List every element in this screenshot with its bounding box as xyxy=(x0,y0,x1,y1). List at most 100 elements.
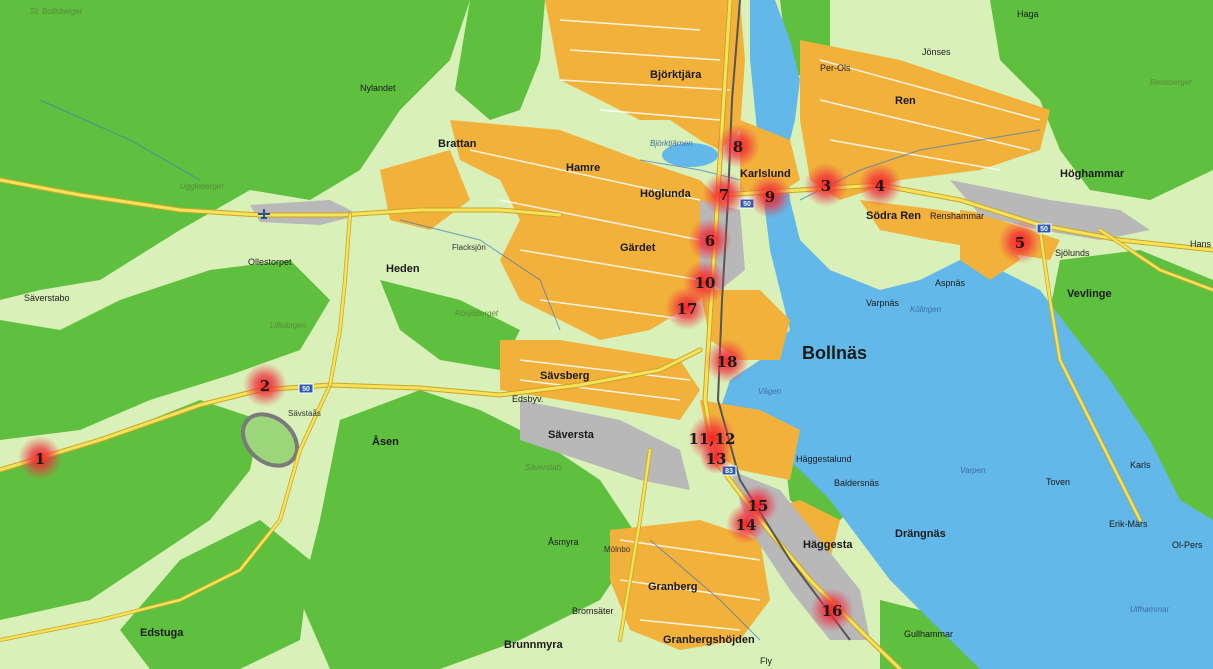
small-place-labels: Säverstabo Ollestorpet Nylandet Haga Jön… xyxy=(24,9,1212,666)
label-per-ols[interactable]: Per-Ols xyxy=(820,63,851,73)
label-toven[interactable]: Toven xyxy=(1046,477,1070,487)
label-karls[interactable]: Karls xyxy=(1130,460,1151,470)
svg-text:6: 6 xyxy=(705,232,715,250)
svg-text:18: 18 xyxy=(717,353,738,371)
svg-text:50: 50 xyxy=(1040,226,1048,233)
svg-text:7: 7 xyxy=(719,186,729,204)
marker-4[interactable]: 4 xyxy=(858,163,902,207)
water-bodies xyxy=(662,0,1213,669)
race-track xyxy=(241,412,299,468)
marker-18[interactable]: 18 xyxy=(705,339,749,383)
markers: 1 2 3 4 5 6 7 8 9 10 11,12 13 14 15 16 1… xyxy=(18,124,1042,632)
label-gardet[interactable]: Gärdet xyxy=(620,242,656,254)
marker-13[interactable]: 13 xyxy=(700,442,732,474)
marker-16[interactable]: 16 xyxy=(810,588,854,632)
svg-text:15: 15 xyxy=(748,497,769,515)
marker-1[interactable]: 1 xyxy=(18,436,62,480)
label-bjorktjarnen: Björktjärnen xyxy=(650,139,693,148)
label-haggestalund[interactable]: Häggestalund xyxy=(796,454,852,464)
label-savstaas[interactable]: Sävstaås xyxy=(288,409,321,418)
label-asen[interactable]: Åsen xyxy=(372,435,399,448)
marker-2[interactable]: 2 xyxy=(243,363,287,407)
svg-text:2: 2 xyxy=(260,377,270,395)
label-kolingen: Kölingen xyxy=(910,305,942,314)
marker-3[interactable]: 3 xyxy=(804,163,848,207)
label-saversta[interactable]: Säversta xyxy=(548,429,595,441)
label-granbergshojden[interactable]: Granbergshöjden xyxy=(663,634,755,646)
label-jonses[interactable]: Jönses xyxy=(922,47,951,57)
svg-text:5: 5 xyxy=(1015,234,1025,252)
marker-17[interactable]: 17 xyxy=(665,286,709,330)
svg-text:50: 50 xyxy=(302,386,310,393)
svg-text:4: 4 xyxy=(875,177,885,195)
label-varpnas[interactable]: Varpnäs xyxy=(866,298,899,308)
label-sodra-ren[interactable]: Södra Ren xyxy=(866,210,921,222)
label-asmyra[interactable]: Åsmyra xyxy=(548,537,579,547)
label-erik-mars[interactable]: Erik-Märs xyxy=(1109,519,1148,529)
svg-text:1: 1 xyxy=(35,450,45,468)
water-labels: Vägen Varpen Björktjärnen Kölingen Ulfha… xyxy=(650,139,1169,614)
label-haggesta[interactable]: Häggesta xyxy=(803,539,853,551)
medium-place-labels: Heden Sävsberg Säversta Åsen Hamre Höglu… xyxy=(140,69,1125,651)
label-brunnmyra[interactable]: Brunnmyra xyxy=(504,639,564,651)
label-uggleberget: Uggleberget xyxy=(180,182,224,191)
label-varpen: Varpen xyxy=(960,466,986,475)
svg-text:50: 50 xyxy=(743,201,751,208)
label-edsbyv[interactable]: Edsbyv. xyxy=(512,394,543,404)
marker-8[interactable]: 8 xyxy=(716,124,760,168)
road-50-west-shield: 50 xyxy=(298,383,314,394)
label-ollestorpet[interactable]: Ollestorpet xyxy=(248,257,292,267)
label-haga[interactable]: Haga xyxy=(1017,9,1039,19)
label-rensberget: Rensberget xyxy=(1150,78,1192,87)
label-drangnas[interactable]: Drängnäs xyxy=(895,528,946,540)
label-baldersnas[interactable]: Baldersnäs xyxy=(834,478,880,488)
label-rosjoberget: Rösjöberget xyxy=(455,309,499,318)
airport-icon xyxy=(258,209,270,219)
svg-text:9: 9 xyxy=(765,188,775,206)
label-ol-pers[interactable]: Ol-Pers xyxy=(1172,540,1203,550)
label-bromsater[interactable]: Bromsäter xyxy=(572,606,614,616)
marker-7[interactable]: 7 xyxy=(702,172,746,216)
label-saverstab: Säverstab. xyxy=(525,463,563,472)
label-sjolunds[interactable]: Sjölunds xyxy=(1055,248,1090,258)
label-granberg[interactable]: Granberg xyxy=(648,581,698,593)
label-heden[interactable]: Heden xyxy=(386,263,420,275)
label-hoglunda[interactable]: Höglunda xyxy=(640,188,692,200)
marker-15[interactable]: 15 xyxy=(738,485,778,525)
svg-text:17: 17 xyxy=(677,300,698,318)
label-vagen: Vägen xyxy=(758,387,782,396)
marker-5[interactable]: 5 xyxy=(998,220,1042,264)
svg-text:3: 3 xyxy=(821,177,831,195)
svg-text:11,12: 11,12 xyxy=(689,430,736,448)
label-bollnas[interactable]: Bollnäs xyxy=(802,343,867,363)
label-savsberg[interactable]: Sävsberg xyxy=(540,370,590,382)
marker-6[interactable]: 6 xyxy=(688,218,732,262)
label-saverstabo[interactable]: Säverstabo xyxy=(24,293,70,303)
label-gullhammar[interactable]: Gullhammar xyxy=(904,629,953,639)
label-flacksjon[interactable]: Flacksjön xyxy=(452,243,486,252)
label-renshammar[interactable]: Renshammar xyxy=(930,211,984,221)
label-nylandet[interactable]: Nylandet xyxy=(360,83,396,93)
label-hamre[interactable]: Hamre xyxy=(566,162,600,174)
label-vevlinge[interactable]: Vevlinge xyxy=(1067,288,1112,300)
marker-9[interactable]: 9 xyxy=(748,174,792,218)
label-brattan[interactable]: Brattan xyxy=(438,138,477,150)
label-st-bollsberget: St. Bollsberget xyxy=(30,7,83,16)
label-fly[interactable]: Fly xyxy=(760,656,772,666)
label-ren[interactable]: Ren xyxy=(895,95,916,107)
label-molnbo[interactable]: Mölnbo xyxy=(604,545,631,554)
svg-text:10: 10 xyxy=(695,274,716,292)
svg-text:8: 8 xyxy=(733,138,743,156)
label-bjorktjara[interactable]: Björktjära xyxy=(650,69,702,81)
minor-roads xyxy=(469,19,1041,631)
label-edstuga[interactable]: Edstuga xyxy=(140,627,184,639)
label-hans[interactable]: Hans xyxy=(1190,239,1212,249)
svg-text:16: 16 xyxy=(822,602,843,620)
terrain-labels: St. Bollsberget Uggleberget Rensberget R… xyxy=(30,7,1192,472)
label-aspnas[interactable]: Aspnäs xyxy=(935,278,966,288)
svg-text:13: 13 xyxy=(706,450,727,468)
label-hoghammar[interactable]: Höghammar xyxy=(1060,168,1125,180)
label-lillsangen: Lillsängen xyxy=(270,321,307,330)
label-ulfhammar: Ulfhammar xyxy=(1130,605,1169,614)
